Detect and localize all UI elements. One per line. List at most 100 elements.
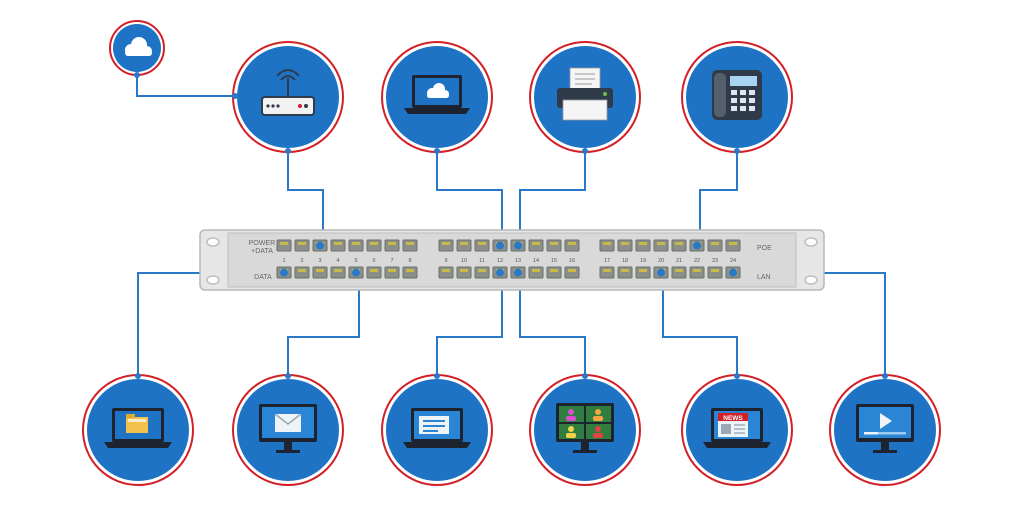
port-number: 2 — [300, 258, 303, 264]
ethernet-port-top-20 — [653, 239, 669, 252]
port-led — [406, 269, 414, 272]
monitor-video-call-icon — [556, 403, 614, 453]
port-number: 3 — [318, 258, 321, 264]
phone-node — [681, 41, 793, 153]
monitor-email-node — [232, 374, 344, 486]
port-led — [729, 242, 737, 245]
label-power-data: +DATA — [251, 248, 273, 255]
port-connection-dot — [514, 268, 522, 277]
port-led — [460, 269, 468, 272]
port-connection-dot — [496, 241, 504, 250]
wifi-router-icon — [261, 69, 315, 116]
port-number: 18 — [622, 258, 628, 264]
port-number: 14 — [533, 258, 539, 264]
line-port13-videocall — [519, 273, 586, 377]
port-number: 5 — [354, 258, 357, 264]
port-number: 7 — [390, 258, 393, 264]
port-led — [388, 242, 396, 245]
port-led — [532, 269, 540, 272]
line-cloud-router — [136, 75, 235, 97]
ethernet-port-bottom-7 — [384, 266, 400, 279]
ethernet-port-bottom-21 — [671, 266, 687, 279]
connection-dots — [134, 72, 888, 379]
ethernet-port-bottom-16 — [564, 266, 580, 279]
ethernet-port-bottom-18 — [617, 266, 633, 279]
port-number: 19 — [640, 258, 646, 264]
ethernet-port-bottom-23 — [707, 266, 723, 279]
cloud-laptop-icon — [404, 75, 470, 114]
ethernet-port-top-6 — [366, 239, 382, 252]
port-number: 21 — [676, 258, 682, 264]
port-number: 10 — [461, 258, 467, 264]
ethernet-port-bottom-8 — [402, 266, 418, 279]
laptop-document-node — [381, 374, 493, 486]
port-connection-dot — [693, 241, 701, 250]
line-phone-port22 — [699, 150, 738, 246]
ethernet-port-top-4 — [330, 239, 346, 252]
ethernet-port-top-5 — [348, 239, 364, 252]
port-led — [334, 242, 342, 245]
port-number: 16 — [569, 258, 575, 264]
news-badge: NEWS — [723, 415, 743, 422]
port-led — [639, 269, 647, 272]
port-led — [334, 269, 342, 272]
port-connection-dot — [280, 268, 288, 277]
port-led — [478, 269, 486, 272]
mount-hole — [206, 237, 220, 247]
port-led — [639, 242, 647, 245]
ethernet-port-top-9 — [438, 239, 454, 252]
port-led — [657, 242, 665, 245]
ethernet-port-top-10 — [456, 239, 472, 252]
port-number: 24 — [730, 258, 736, 264]
line-router-port3 — [287, 150, 324, 246]
port-led — [568, 242, 576, 245]
port-led — [370, 242, 378, 245]
ethernet-port-top-24 — [725, 239, 741, 252]
port-led — [532, 242, 540, 245]
office-phone-icon — [712, 70, 762, 120]
ethernet-port-bottom-17 — [599, 266, 615, 279]
line-port5-email — [287, 273, 360, 377]
ethernet-port-bottom-2 — [294, 266, 310, 279]
port-number: 17 — [604, 258, 610, 264]
port-led — [603, 242, 611, 245]
line-laptop-port12 — [436, 150, 503, 246]
printer-icon — [557, 67, 613, 121]
label-poe: POE — [757, 245, 772, 252]
port-number: 15 — [551, 258, 557, 264]
line-printer-port13 — [519, 150, 586, 246]
ethernet-port-top-16 — [564, 239, 580, 252]
line-port12-doc — [436, 273, 503, 377]
ethernet-port-top-7 — [384, 239, 400, 252]
ethernet-port-bottom-11 — [474, 266, 490, 279]
laptop-files-node — [82, 374, 194, 486]
port-connection-dot — [514, 241, 522, 250]
ethernet-port-top-1 — [276, 239, 292, 252]
internet-cloud-node — [109, 20, 165, 76]
port-led — [568, 269, 576, 272]
port-led — [675, 242, 683, 245]
port-led — [406, 242, 414, 245]
port-number: 8 — [408, 258, 411, 264]
port-led — [711, 242, 719, 245]
printer-node — [529, 41, 641, 153]
port-connection-dot — [352, 268, 360, 277]
port-number: 23 — [712, 258, 718, 264]
ethernet-port-bottom-14 — [528, 266, 544, 279]
ethernet-port-bottom-15 — [546, 266, 562, 279]
ethernet-port-top-19 — [635, 239, 651, 252]
port-led — [621, 269, 629, 272]
port-led — [280, 242, 288, 245]
port-number: 11 — [479, 258, 485, 264]
port-number: 1 — [282, 258, 285, 264]
port-led — [550, 242, 558, 245]
port-led — [693, 269, 701, 272]
ethernet-port-top-2 — [294, 239, 310, 252]
label-lan: LAN — [757, 274, 771, 281]
monitor-video-icon — [856, 404, 914, 453]
port-led — [298, 269, 306, 272]
laptop-news-icon: NEWS — [703, 408, 771, 448]
